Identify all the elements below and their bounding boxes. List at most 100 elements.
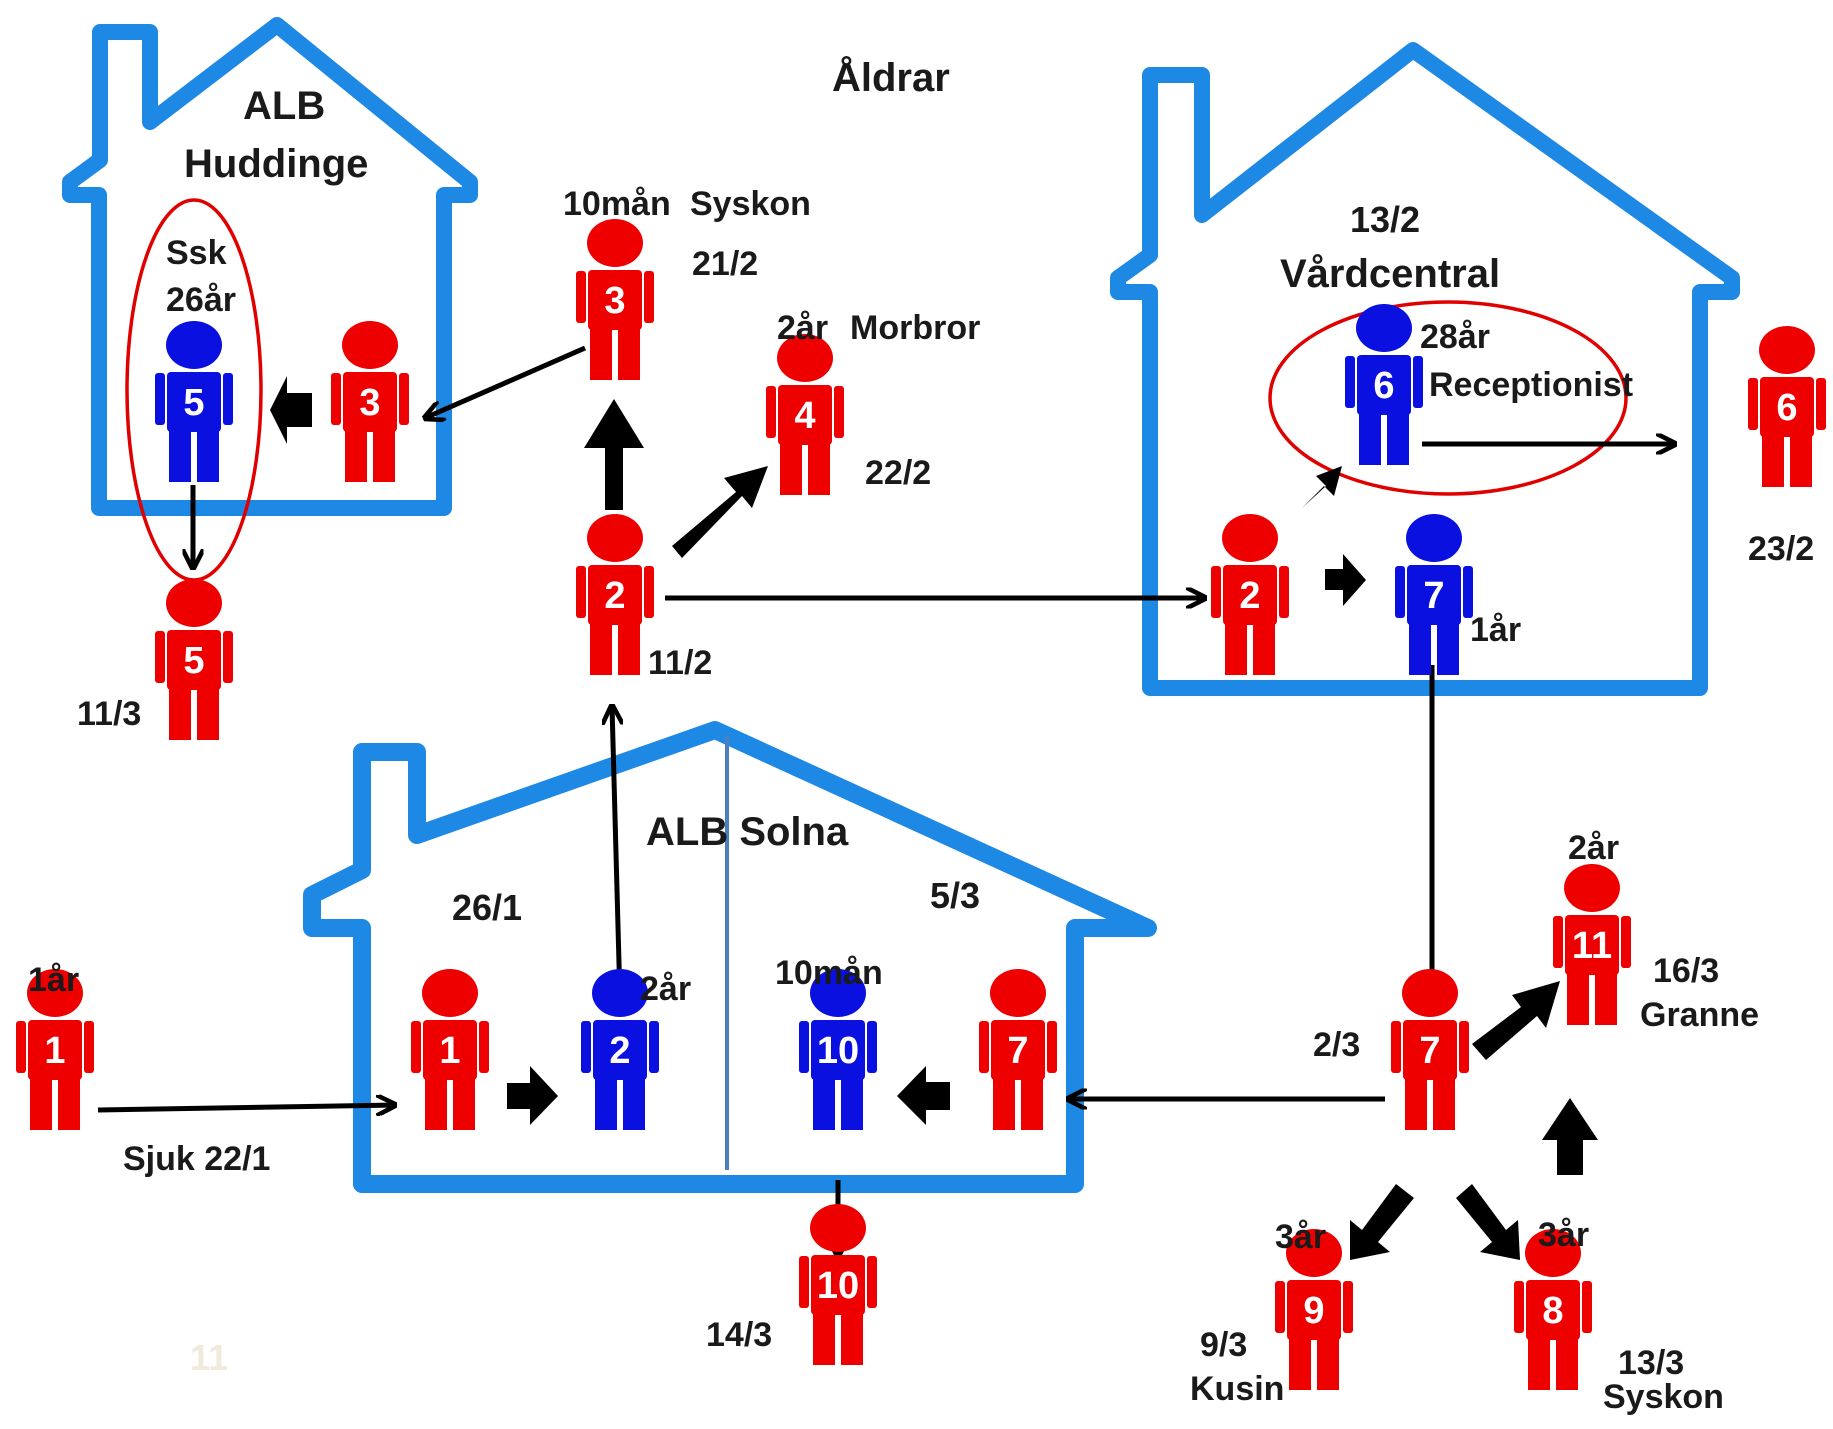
person-leg-right: [618, 328, 640, 380]
person-leg-right: [808, 443, 830, 495]
person-leg-right: [623, 1078, 645, 1130]
person-leg-left: [425, 1078, 447, 1130]
arrow-3-to-huddinge: [425, 345, 587, 418]
p11-date: 16/3: [1653, 952, 1720, 990]
block-arrow-to-11: [1472, 981, 1560, 1060]
person-head: [1402, 969, 1458, 1017]
person-leg-right: [197, 688, 219, 740]
person-leg-right: [1437, 623, 1459, 675]
person-leg-left: [780, 443, 802, 495]
person-head: [1759, 326, 1815, 374]
p10-date: 14/3: [706, 1316, 773, 1354]
person-number: 2: [604, 575, 625, 617]
person-head: [592, 969, 648, 1017]
person-arm-right: [644, 566, 654, 618]
person-torso: [1407, 565, 1461, 625]
person-leg-right: [197, 430, 219, 482]
person-p7-vardcentral: 7: [1395, 514, 1473, 675]
person-arm-left: [1553, 916, 1563, 968]
person-leg-left: [1567, 973, 1589, 1025]
person-arm-right: [1582, 1281, 1592, 1333]
person-arm-left: [155, 373, 165, 425]
block-arrow-to-4: [672, 466, 768, 558]
person-leg-left: [30, 1078, 52, 1130]
p6-role: Receptionist: [1429, 366, 1634, 404]
person-arm-right: [1279, 566, 1289, 618]
person-leg-left: [590, 328, 612, 380]
person-number: 6: [1373, 365, 1394, 407]
person-torso: [778, 385, 832, 445]
person-arm-left: [411, 1021, 421, 1073]
person-leg-right: [1387, 413, 1409, 465]
person-p10-solna: 10: [799, 969, 877, 1130]
person-torso: [167, 630, 221, 690]
person-torso: [811, 1020, 865, 1080]
person-arm-left: [799, 1021, 809, 1073]
person-torso: [593, 1020, 647, 1080]
person-number: 10: [817, 1265, 859, 1307]
person-p7-right: 7: [1391, 969, 1469, 1130]
person-torso: [1223, 565, 1277, 625]
p3-date: 21/2: [692, 245, 759, 283]
person-arm-right: [1343, 1281, 1353, 1333]
person-head: [777, 334, 833, 382]
block-arrow-vc-up: [1300, 466, 1342, 510]
person-p8: 8: [1514, 1229, 1592, 1390]
p1-age: 1år: [28, 961, 80, 999]
person-leg-left: [1528, 1338, 1550, 1390]
slide-number: 11: [190, 1337, 229, 1378]
person-p6-vardcentral: 6: [1345, 304, 1423, 465]
p8-age: 3år: [1538, 1216, 1590, 1254]
person-head: [166, 579, 222, 627]
person-number: 3: [359, 382, 380, 424]
person-leg-left: [1225, 623, 1247, 675]
person-arm-right: [867, 1021, 877, 1073]
block-arrow-solna-1: [507, 1066, 558, 1125]
person-arm-left: [576, 566, 586, 618]
person-leg-left: [169, 688, 191, 740]
block-arrow-huddinge: [270, 376, 312, 444]
person-number: 9: [1303, 1290, 1324, 1332]
person-leg-right: [1595, 973, 1617, 1025]
p11-relation: Granne: [1640, 996, 1760, 1034]
person-arm-right: [223, 373, 233, 425]
person-p3-huddinge: 3: [331, 321, 409, 482]
person-p5-outside: 5: [155, 579, 233, 740]
person-number: 3: [604, 280, 625, 322]
person-p2-vardcentral: 2: [1211, 514, 1289, 675]
block-arrow-up-11: [1542, 1098, 1598, 1175]
person-torso: [1403, 1020, 1457, 1080]
person-p4: 4: [766, 334, 844, 495]
person-leg-left: [1359, 413, 1381, 465]
person-torso: [811, 1255, 865, 1315]
person-arm-left: [16, 1021, 26, 1073]
person-leg-left: [813, 1313, 835, 1365]
person-number: 10: [817, 1030, 859, 1072]
person-arm-right: [223, 631, 233, 683]
huddinge-name-line2: Huddinge: [184, 142, 369, 186]
person-arm-right: [867, 1256, 877, 1308]
person-number: 5: [183, 640, 204, 682]
person-arm-left: [766, 386, 776, 438]
person-leg-right: [1253, 623, 1275, 675]
huddinge-name-line1: ALB: [243, 84, 326, 128]
person-arm-left: [979, 1021, 989, 1073]
person-head: [1564, 864, 1620, 912]
person-head: [587, 514, 643, 562]
p4-date: 22/2: [865, 454, 932, 492]
building-solna: [303, 721, 1157, 1193]
person-head: [1525, 1229, 1581, 1277]
p11-age: 2år: [1568, 829, 1620, 867]
diagram-title: Åldrar: [832, 56, 950, 100]
person-leg-left: [993, 1078, 1015, 1130]
person-leg-right: [373, 430, 395, 482]
person-number: 7: [1423, 575, 1444, 617]
person-leg-right: [1790, 435, 1812, 487]
person-leg-left: [590, 623, 612, 675]
person-arm-right: [1463, 566, 1473, 618]
vardcentral-name: Vårdcentral: [1280, 252, 1501, 296]
person-torso: [1526, 1280, 1580, 1340]
person-torso: [167, 372, 221, 432]
person-torso: [588, 270, 642, 330]
person-number: 1: [44, 1030, 65, 1072]
